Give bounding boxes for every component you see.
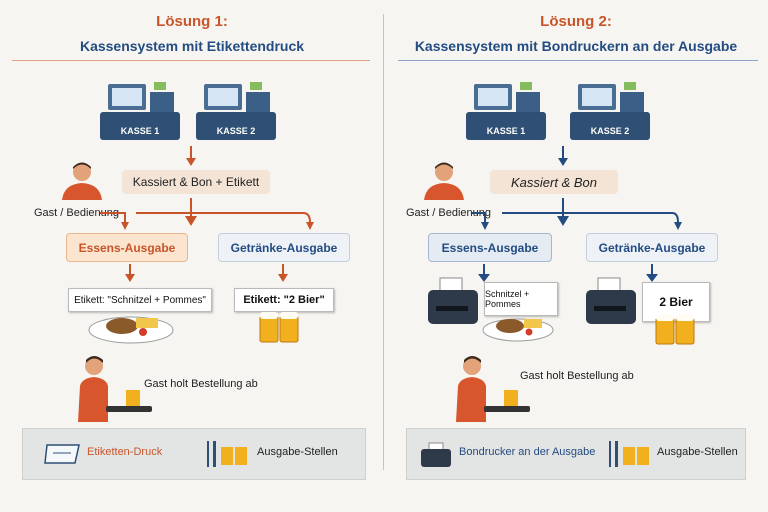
tray-waiter-icon: [78, 356, 152, 422]
solution-2-subtitle: Kassensystem mit Bondruckern an der Ausg…: [414, 38, 738, 54]
cutlery-icon: [207, 441, 247, 467]
solution-1-subtitle: Kassensystem mit Etikettendruck: [79, 38, 305, 54]
schnitzel-plate-icon: [88, 316, 174, 344]
beer-mugs-icon: [259, 312, 299, 343]
legend-label-printer: Bondrucker an der Ausgabe: [459, 446, 596, 458]
food-outlet: Essens-Ausgabe: [428, 233, 552, 262]
food-receipt-text: Schnitzel + Pommes: [485, 289, 530, 309]
drink-receipt: 2 Bier: [642, 282, 710, 322]
beer-mugs-icon: [655, 314, 695, 345]
cash-register-icon: [570, 82, 650, 140]
cash-register-icon: [196, 82, 276, 140]
legend-label-outlets: Ausgabe-Stellen: [257, 446, 338, 458]
food-outlet: Essens-Ausgabe: [66, 233, 188, 262]
legend-2: Bondrucker an der Ausgabe Ausgabe-Stelle…: [406, 428, 746, 480]
food-receipt: Schnitzel + Pommes: [484, 282, 558, 316]
schnitzel-plate-icon: [482, 318, 554, 342]
label-icon: [44, 444, 80, 464]
drink-outlet: Getränke-Ausgabe: [218, 233, 350, 262]
printer-icon: [586, 277, 636, 324]
solution-1-panel: Lösung 1: Kassensystem mit Etikettendruc…: [12, 13, 370, 480]
till-1: KASSE 1: [98, 80, 182, 142]
printer-icon: [421, 442, 451, 467]
printer-icon: [428, 277, 478, 324]
drink-label-ticket: Etikett: "2 Bier": [234, 288, 334, 312]
till-2-label: KASSE 2: [590, 126, 630, 136]
food-label-ticket: Etikett: "Schnitzel + Pommes": [68, 288, 212, 312]
guest-label: Gast / Bedienung: [34, 207, 120, 219]
flow-arrows: [472, 146, 682, 282]
guest-label: Gast / Bedienung: [406, 207, 492, 219]
title-rule: [12, 60, 370, 61]
till-1: KASSE 1: [464, 80, 548, 142]
person-icon: [424, 162, 464, 200]
legend-label-print: Etiketten-Druck: [87, 446, 163, 458]
solution-1-title: Lösung 1:: [156, 13, 228, 30]
panel-divider: [383, 14, 384, 470]
tray-waiter-icon: [456, 356, 530, 422]
cash-register-icon: [466, 82, 546, 140]
till-2: KASSE 2: [568, 80, 652, 142]
till-2: KASSE 2: [194, 80, 278, 142]
solution-2-panel: Lösung 2: Kassensystem mit Bondruckern a…: [384, 0, 768, 512]
till-1-label: KASSE 1: [486, 126, 526, 136]
pickup-text: Gast holt Bestellung ab: [520, 370, 634, 382]
drink-outlet: Getränke-Ausgabe: [586, 233, 718, 262]
till-2-label: KASSE 2: [216, 126, 256, 136]
person-icon: [62, 162, 102, 200]
solution-2-title: Lösung 2:: [540, 13, 612, 30]
cashier-box: Kassiert & Bon: [490, 170, 618, 194]
cutlery-icon: [609, 441, 649, 467]
flow-arrows: [100, 146, 314, 282]
cash-register-icon: [100, 82, 180, 140]
legend-1: Etiketten-Druck Ausgabe-Stellen: [22, 428, 366, 480]
cashier-box: Kassiert & Bon + Etikett: [122, 170, 270, 194]
pickup-text: Gast holt Bestellung ab: [144, 378, 258, 390]
food-label-text: Etikett: "Schnitzel + Pommes": [74, 294, 206, 306]
drink-receipt-text: 2 Bier: [659, 295, 693, 309]
title-rule: [398, 60, 758, 61]
legend-label-outlets: Ausgabe-Stellen: [657, 446, 738, 458]
drink-label-text: Etikett: "2 Bier": [243, 294, 325, 306]
till-1-label: KASSE 1: [120, 126, 160, 136]
